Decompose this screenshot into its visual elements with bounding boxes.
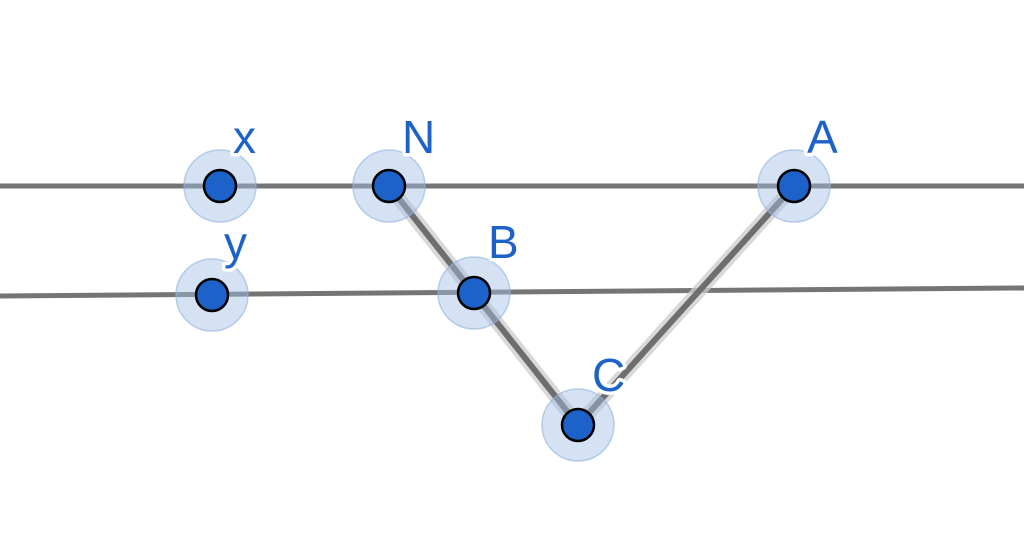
point-A[interactable]: A [757,108,842,223]
point-C-dot[interactable] [560,407,596,443]
point-B-label: B [488,216,519,268]
point-C-label: C [592,349,625,401]
point-N[interactable]: N [352,108,439,223]
line-through-y-B[interactable] [0,285,1024,299]
segment-C-A-stroke [575,183,797,428]
point-x[interactable]: x [183,108,260,223]
segment-C-A[interactable] [571,179,801,432]
point-y[interactable]: y [175,214,251,332]
point-y-dot[interactable] [194,277,230,313]
point-N-label: N [402,111,435,163]
point-N-dot[interactable] [371,168,407,204]
point-A-dot[interactable] [776,168,812,204]
point-x-label: x [233,111,256,163]
point-C[interactable]: C [541,346,629,462]
point-B-dot[interactable] [456,275,492,311]
point-A-label: A [807,111,838,163]
point-y-label: y [224,217,247,269]
point-x-dot[interactable] [202,168,238,204]
point-B[interactable]: B [437,213,522,330]
